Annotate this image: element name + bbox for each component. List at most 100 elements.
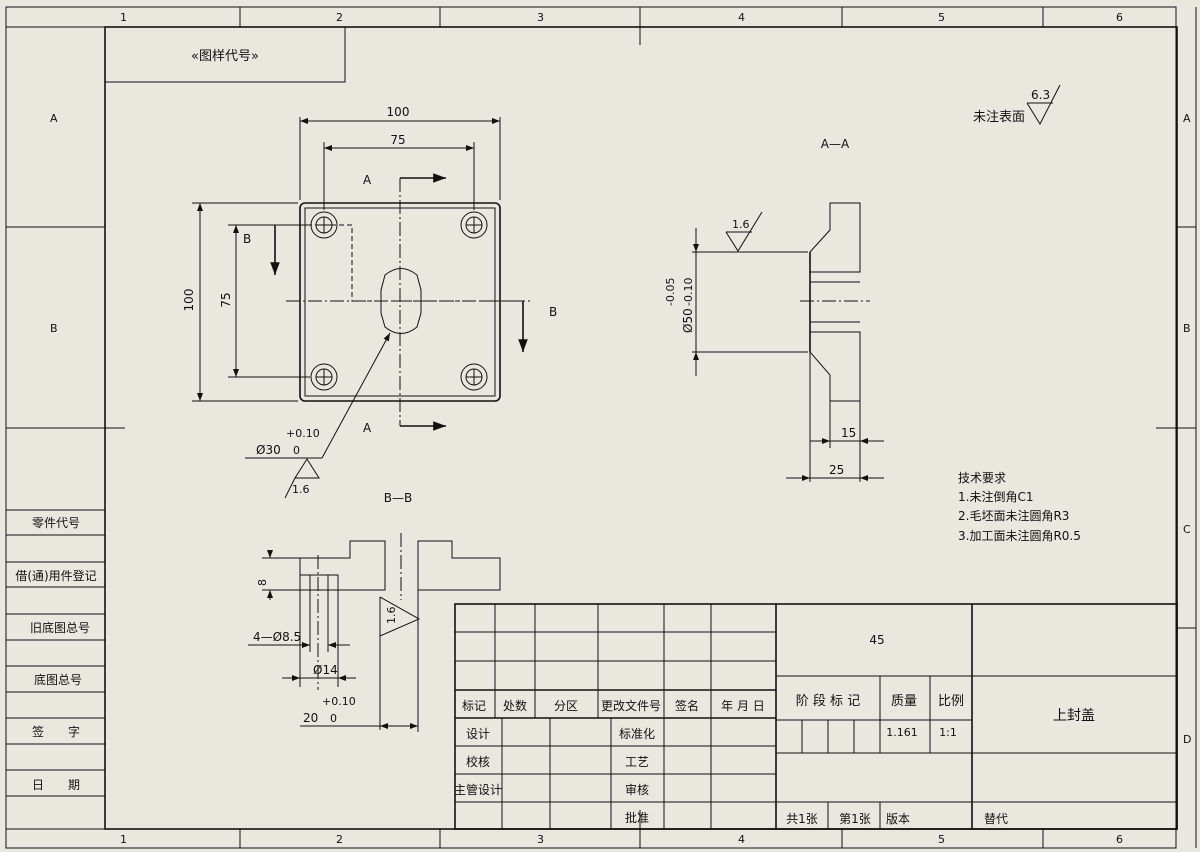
section-b-label-right: B	[549, 305, 557, 319]
stamp-text: «图样代号»	[191, 49, 259, 64]
surface-note: 未注表面 6.3	[973, 84, 1061, 126]
replaces-label: 替代	[984, 812, 1008, 826]
roughness-symbol-icon	[1026, 84, 1061, 126]
section-b-label-left: B	[243, 232, 251, 246]
stamp-box	[104, 26, 346, 83]
section-aa-roughness: 1.6	[732, 218, 750, 231]
section-bb-roughness: 1.6	[385, 607, 398, 625]
zone-row-b-right: B	[1183, 322, 1191, 335]
section-bb: B—B 8 1.6 4—Ø8.5 Ø14	[248, 491, 501, 732]
sign-review: 审核	[625, 782, 649, 797]
rev-header-zone: 分区	[554, 699, 578, 713]
sign-standardization: 标准化	[619, 727, 655, 741]
front-view: A A B B 100 75 100 75 Ø30 +0.10 0	[182, 105, 557, 499]
section-a-label-top: A	[363, 173, 372, 187]
bore-tol-lower: 0	[293, 444, 300, 457]
section-bb-holes: 4—Ø8.5	[253, 630, 301, 644]
margin-label-part-code: 零件代号	[32, 516, 80, 530]
bore-roughness-icon	[294, 458, 320, 479]
sheet-total: 共1张	[786, 812, 818, 826]
tech-req-title: 技术要求	[958, 471, 1006, 485]
tech-req-item-1: 1.未注倒角C1	[958, 489, 1033, 504]
surface-note-value: 6.3	[1031, 88, 1050, 102]
zone-row-a-right: A	[1183, 112, 1191, 125]
rev-header-change-doc: 更改文件号	[601, 698, 661, 713]
dim-width-inner: 75	[390, 133, 405, 147]
rev-header-sign: 签名	[675, 698, 699, 713]
section-aa-tol-lower: -0.10	[682, 278, 695, 306]
right-zone-marks: A B C D	[1156, 7, 1197, 848]
bottom-zone-marks: 1 2 3 4 5 6	[120, 810, 1123, 848]
section-aa-title: A—A	[821, 137, 850, 151]
version-label: 版本	[886, 812, 910, 826]
top-zone-marks: 1 2 3 4 5 6	[120, 7, 1123, 45]
section-bb-depth: 20	[303, 711, 318, 725]
bore-dim: Ø30	[256, 443, 281, 457]
section-bb-hatch-right	[417, 540, 501, 591]
sign-chief-design: 主管设计	[454, 782, 502, 797]
margin-label-master: 底图总号	[34, 672, 82, 687]
section-aa-roughness-icon	[725, 211, 763, 252]
rev-header-count: 处数	[503, 698, 527, 713]
zone-row-c-right: C	[1183, 523, 1191, 536]
bore-tol-upper: +0.10	[286, 427, 320, 440]
section-bb-dim-8: 8	[256, 579, 269, 586]
tech-req-item-2: 2.毛坯面未注圆角R3	[958, 508, 1069, 523]
zone-col-4-bottom: 4	[738, 833, 745, 846]
section-aa-tol-upper: -0.05	[664, 278, 677, 306]
section-aa-dim-15: 15	[841, 426, 856, 440]
zone-col-6-bottom: 6	[1116, 833, 1123, 846]
zone-row-b-left: B	[50, 322, 58, 335]
section-aa-dim-25: 25	[829, 463, 844, 477]
section-aa-hatch-bottom	[809, 331, 861, 402]
zone-col-2-bottom: 2	[336, 833, 343, 846]
section-bb-title: B—B	[384, 491, 412, 505]
section-a-label-bottom: A	[363, 421, 372, 435]
central-bore	[380, 268, 422, 334]
zone-col-1-top: 1	[120, 11, 127, 24]
zone-row-a-left: A	[50, 112, 58, 125]
mass-value: 1.161	[886, 726, 918, 739]
title-block: 标记 处数 分区 更改文件号 签名 年 月 日 设计 校核 主管设计 标准化 工…	[454, 603, 1178, 830]
section-bb-roughness-icon	[379, 596, 421, 637]
section-bb-counterbore: Ø14	[313, 663, 338, 677]
section-bb-depth-tol-upper: +0.10	[322, 695, 356, 708]
section-aa-hatch-top	[809, 202, 861, 273]
margin-label-date: 日 期	[32, 778, 80, 792]
tech-req-item-3: 3.加工面未注圆角R0.5	[958, 528, 1081, 543]
margin-label-signature: 签 字	[32, 724, 80, 739]
sign-process: 工艺	[625, 755, 649, 769]
sheet-number: 第1张	[839, 812, 871, 826]
material: 45	[869, 633, 884, 647]
rev-header-mark: 标记	[462, 699, 486, 713]
zone-row-d-right: D	[1183, 733, 1191, 746]
zone-col-3-top: 3	[537, 11, 544, 24]
zone-col-1-bottom: 1	[120, 833, 127, 846]
dim-width-outer: 100	[387, 105, 410, 119]
zone-col-5-top: 5	[938, 11, 945, 24]
margin-label-old-master: 旧底图总号	[30, 620, 90, 635]
tech-requirements: 技术要求 1.未注倒角C1 2.毛坯面未注圆角R3 3.加工面未注圆角R0.5	[958, 471, 1081, 543]
stage-label: 阶 段 标 记	[796, 694, 860, 709]
sign-approve: 批准	[625, 810, 649, 825]
dim-height-outer: 100	[182, 289, 196, 312]
scale-value: 1:1	[939, 726, 957, 739]
left-zone-marks: A B	[6, 112, 125, 429]
section-bb-depth-tol-lower: 0	[330, 712, 337, 725]
section-bb-hatch-left	[299, 540, 386, 591]
zone-col-4-top: 4	[738, 11, 745, 24]
zone-col-3-bottom: 3	[537, 833, 544, 846]
outer-border	[5, 6, 1177, 849]
bore-roughness: 1.6	[292, 483, 310, 496]
section-aa: A—A Ø50 -0.05 -0.10 1.6 15	[664, 137, 884, 482]
scale-label: 比例	[938, 694, 964, 709]
left-margin-table: 零件代号 借(通)用件登记 旧底图总号 底图总号 签 字 日 期	[6, 509, 105, 797]
surface-note-label: 未注表面	[973, 110, 1025, 125]
part-name: 上封盖	[1053, 708, 1095, 724]
zone-col-5-bottom: 5	[938, 833, 945, 846]
sign-check: 校核	[466, 754, 490, 769]
mass-label: 质量	[891, 694, 917, 709]
section-aa-dia: Ø50	[681, 308, 695, 333]
sign-design: 设计	[466, 727, 490, 741]
